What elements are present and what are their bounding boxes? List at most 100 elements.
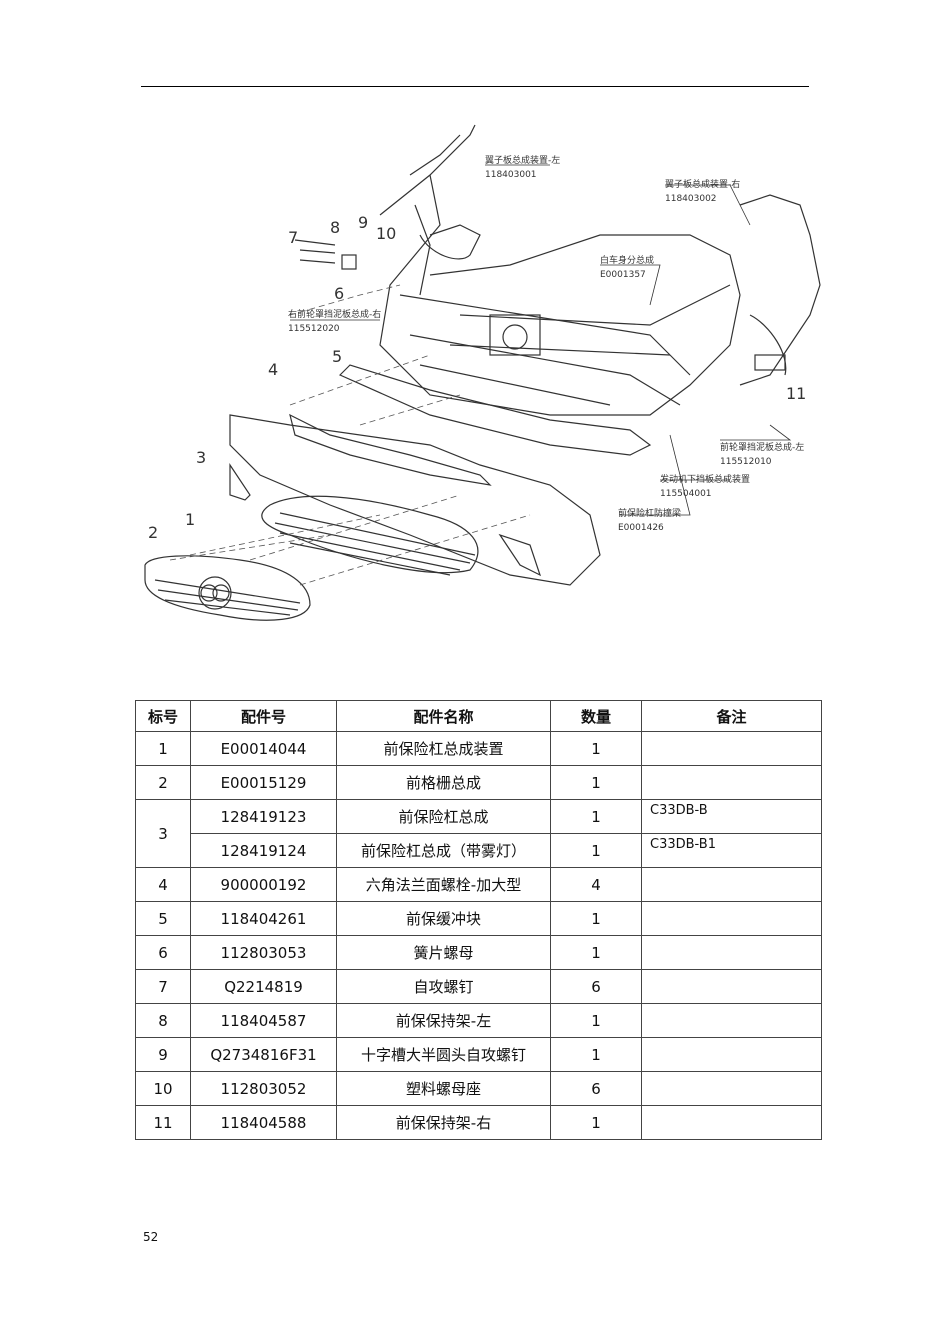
cell-notes (641, 731, 822, 766)
cell-quantity: 1 (550, 901, 642, 936)
cell-part-name: 簧片螺母 (336, 935, 551, 970)
cell-index: 11 (135, 1105, 191, 1140)
cell-quantity: 1 (550, 799, 642, 834)
header-rule (141, 86, 809, 87)
cell-notes (641, 765, 822, 800)
callout-6: 6 (334, 284, 344, 303)
cell-part-number: 128419123 (190, 799, 337, 834)
callout-8: 8 (330, 218, 340, 237)
callout-5: 5 (332, 347, 342, 366)
cell-part-number: E00014044 (190, 731, 337, 766)
cell-quantity: 4 (550, 867, 642, 902)
cell-part-name: 自攻螺钉 (336, 969, 551, 1004)
header-notes: 备注 (641, 700, 822, 732)
label-engine-shield-code: 115504001 (660, 489, 712, 499)
callout-10: 10 (376, 224, 396, 243)
cell-index: 4 (135, 867, 191, 902)
cell-part-number: Q2214819 (190, 969, 337, 1004)
header-part-number: 配件号 (190, 700, 337, 732)
table-row: 10 112803052 塑料螺母座 6 (135, 1071, 822, 1106)
label-fender-left-name: 翼子板总成装置-左 (485, 154, 560, 166)
cell-notes (641, 1105, 822, 1140)
header-part-name: 配件名称 (336, 700, 551, 732)
label-wheelhouse-left-code: 115512010 (720, 457, 772, 467)
label-fender-right-name: 翼子板总成装置-右 (665, 178, 740, 190)
label-fender-right-code: 118403002 (665, 194, 717, 204)
cell-quantity: 6 (550, 969, 642, 1004)
table-row: 3 128419123 前保险杠总成 1 C33DB-B (135, 799, 822, 868)
table-row: 8 118404587 前保保持架-左 1 (135, 1003, 822, 1038)
cell-notes (641, 935, 822, 970)
cell-notes: C33DB-B (641, 799, 822, 834)
cell-part-name: 十字槽大半圆头自攻螺钉 (336, 1037, 551, 1072)
callout-9: 9 (358, 213, 368, 232)
table-row: 6 112803053 簧片螺母 1 (135, 935, 822, 970)
label-engine-shield-name: 发动机下挡板总成装置 (660, 473, 750, 485)
cell-notes (641, 969, 822, 1004)
cell-part-name: 前保险杠总成（带雾灯） (336, 833, 551, 868)
cell-notes (641, 1037, 822, 1072)
cell-index: 3 (135, 799, 191, 868)
callout-1: 1 (185, 510, 195, 529)
cell-index: 9 (135, 1037, 191, 1072)
cell-part-name: 塑料螺母座 (336, 1071, 551, 1106)
cell-part-number: 900000192 (190, 867, 337, 902)
cell-part-number: 118404261 (190, 901, 337, 936)
cell-part-number: 118404587 (190, 1003, 337, 1038)
cell-index: 5 (135, 901, 191, 936)
label-body-code: E0001357 (600, 270, 646, 280)
cell-part-number: 112803053 (190, 935, 337, 970)
table-row: 11 118404588 前保保持架-右 1 (135, 1105, 822, 1140)
callout-3: 3 (196, 448, 206, 467)
cell-quantity: 1 (550, 731, 642, 766)
page-number: 52 (143, 1230, 159, 1244)
header-index: 标号 (135, 700, 191, 732)
cell-part-name: 六角法兰面螺栓-加大型 (336, 867, 551, 902)
cell-notes (641, 1071, 822, 1106)
cell-part-number: 118404588 (190, 1105, 337, 1140)
cell-index: 6 (135, 935, 191, 970)
cell-quantity: 1 (550, 765, 642, 800)
cell-index: 10 (135, 1071, 191, 1106)
cell-part-number: 128419124 (190, 833, 337, 868)
header-quantity: 数量 (550, 700, 642, 732)
callout-11: 11 (786, 384, 806, 403)
cell-part-name: 前格栅总成 (336, 765, 551, 800)
table-row: 9 Q2734816F31 十字槽大半圆头自攻螺钉 1 (135, 1037, 822, 1072)
table-row: 1 E00014044 前保险杠总成装置 1 (135, 731, 822, 766)
cell-quantity: 1 (550, 1037, 642, 1072)
cell-index: 8 (135, 1003, 191, 1038)
label-fender-left-code: 118403001 (485, 170, 537, 180)
cell-notes (641, 901, 822, 936)
cell-part-name: 前保缓冲块 (336, 901, 551, 936)
cell-part-name: 前保险杠总成 (336, 799, 551, 834)
callout-4: 4 (268, 360, 278, 379)
parts-table: 标号 配件号 配件名称 数量 备注 1 E00014044 前保险杠总成装置 1… (135, 700, 822, 1140)
label-wheelhouse-right-code: 115512020 (288, 324, 340, 334)
label-bumper-beam-code: E0001426 (618, 523, 664, 533)
table-header-row: 标号 配件号 配件名称 数量 备注 (135, 700, 822, 732)
callout-7: 7 (288, 228, 298, 247)
cell-notes (641, 867, 822, 902)
cell-index: 1 (135, 731, 191, 766)
cell-quantity: 1 (550, 1003, 642, 1038)
cell-part-name: 前保险杠总成装置 (336, 731, 551, 766)
table-row: 4 900000192 六角法兰面螺栓-加大型 4 (135, 867, 822, 902)
cell-quantity: 6 (550, 1071, 642, 1106)
cell-part-name: 前保保持架-左 (336, 1003, 551, 1038)
callout-2: 2 (148, 523, 158, 542)
cell-part-number: E00015129 (190, 765, 337, 800)
table-row: 2 E00015129 前格栅总成 1 (135, 765, 822, 800)
cell-part-number: Q2734816F31 (190, 1037, 337, 1072)
cell-notes (641, 1003, 822, 1038)
label-wheelhouse-right-name: 右前轮罩挡泥板总成-右 (288, 308, 381, 320)
cell-part-number: 112803052 (190, 1071, 337, 1106)
cell-quantity: 1 (550, 1105, 642, 1140)
label-wheelhouse-left-name: 前轮罩挡泥板总成-左 (720, 441, 804, 453)
table-row: 5 118404261 前保缓冲块 1 (135, 901, 822, 936)
cell-index: 2 (135, 765, 191, 800)
table-row: 128419124 前保险杠总成（带雾灯） 1 C33DB-B1 (136, 833, 822, 868)
cell-notes: C33DB-B1 (641, 833, 822, 868)
cell-index: 7 (135, 969, 191, 1004)
table-row: 7 Q2214819 自攻螺钉 6 (135, 969, 822, 1004)
